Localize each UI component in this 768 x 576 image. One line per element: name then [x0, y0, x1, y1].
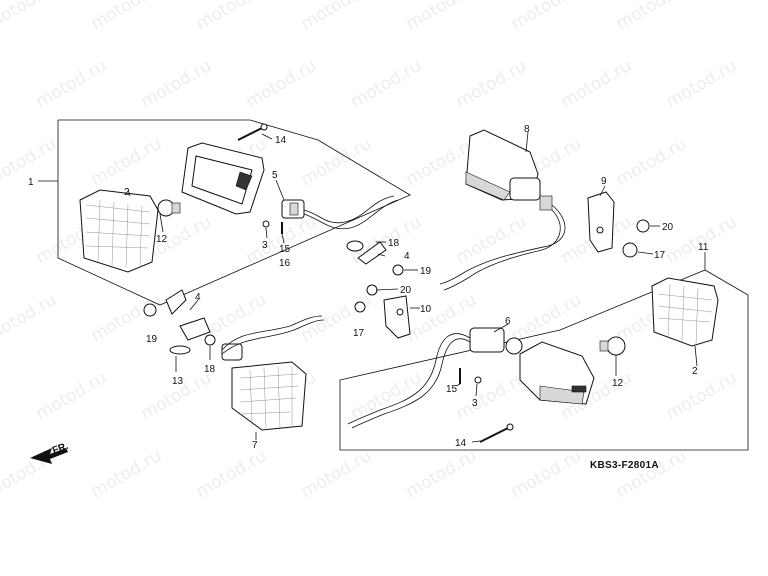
watermark-text: motod.ru — [453, 56, 531, 112]
callout-14-lower-right: 14 — [455, 438, 467, 449]
callout-9: 9 — [601, 176, 607, 187]
lamp-upper-right — [439, 129, 566, 291]
lens-upper-left — [79, 189, 159, 273]
watermark-text: motod.ru — [663, 368, 741, 424]
callout-4-lower-left: 4 — [195, 292, 201, 303]
lens-lower-right — [651, 277, 719, 347]
watermark-text: motod.ru — [613, 446, 691, 502]
watermark-text: motod.ru — [193, 0, 271, 34]
nuts-upper-right — [622, 219, 650, 258]
watermark-text: motod.ru — [88, 0, 166, 34]
watermark-text: motod.ru — [403, 446, 481, 502]
socket-upper-left — [281, 195, 399, 230]
front-direction-indicator: FR. — [30, 441, 70, 464]
leader-lines — [127, 131, 698, 443]
watermark-text: motod.ru — [403, 0, 481, 34]
watermark-text: motod.ru — [243, 56, 321, 112]
watermark-text: motod.ru — [298, 446, 376, 502]
diagram-code: KBS3-F2801A — [590, 460, 659, 471]
bracket-center — [383, 295, 411, 339]
watermark-text: motod.ru — [663, 56, 741, 112]
watermark-text: motod.ru — [348, 56, 426, 112]
callout-3-upper-left: 3 — [262, 240, 268, 251]
callout-8: 8 — [524, 124, 530, 135]
watermark-text: motod.ru — [138, 56, 216, 112]
watermark-text: motod.ru — [508, 290, 586, 346]
callout-18-center: 18 — [388, 238, 400, 249]
small-parts-upper-left — [262, 220, 283, 234]
callout-14-upper-left: 14 — [275, 135, 287, 146]
lamp-lower-right — [347, 327, 595, 429]
callout-3-lower-right: 3 — [472, 398, 478, 409]
watermark-text: motod.ru — [558, 56, 636, 112]
callout-1: 1 — [28, 177, 34, 188]
callout-17-upper-right: 17 — [654, 250, 666, 261]
bracket-upper-right — [587, 191, 615, 253]
watermark-text: motod.ru — [613, 134, 691, 190]
callout-15-upper-left: 15 — [279, 244, 291, 255]
callout-20-upper-right: 20 — [662, 222, 674, 233]
lamp-housing-upper-left — [181, 142, 265, 215]
watermark-text: motod.ru — [403, 290, 481, 346]
bulb-upper-left — [157, 199, 181, 217]
watermark-text: motod.ru — [348, 368, 426, 424]
watermark-text: motod.ru — [613, 0, 691, 34]
callout-16: 16 — [279, 258, 291, 269]
watermark-text: motod.ru — [0, 0, 60, 34]
callout-2-lower-right: 2 — [692, 366, 698, 377]
watermark-text: motod.ru — [0, 290, 60, 346]
callout-20-center: 20 — [400, 285, 412, 296]
watermark-text: motod.ru — [348, 212, 426, 268]
callout-11: 11 — [698, 242, 709, 253]
front-label: FR. — [51, 441, 70, 457]
lamp-lower-left — [221, 315, 325, 431]
callout-5: 5 — [272, 170, 278, 181]
callout-18-lower-left: 18 — [204, 364, 216, 375]
grommet-center — [346, 240, 404, 313]
watermark-text: motod.ru — [508, 0, 586, 34]
small-parts-lower-right — [459, 368, 514, 443]
callout-12-lower-right: 12 — [612, 378, 624, 389]
watermark-text: motod.ru — [88, 446, 166, 502]
watermark-text: motod.ru — [298, 134, 376, 190]
mount-hardware-lower-left — [143, 289, 216, 355]
callout-17-center: 17 — [353, 328, 365, 339]
group-outline-upper-left — [38, 119, 411, 306]
screw-upper-left — [237, 123, 268, 141]
callout-2-upper-left: 2 — [124, 187, 130, 198]
watermark-text: motod.ru — [453, 368, 531, 424]
callout-6: 6 — [505, 316, 511, 327]
watermark-text: motod.ru — [193, 446, 271, 502]
bulb-lower-right — [599, 336, 626, 356]
watermark-text: motod.ru — [663, 212, 741, 268]
watermark-text: motod.ru — [453, 212, 531, 268]
callout-13: 13 — [172, 376, 184, 387]
watermark-text: motod.ru — [298, 0, 376, 34]
callout-10: 10 — [420, 304, 432, 315]
callout-19-lower-left: 19 — [146, 334, 158, 345]
watermark-text: motod.ru — [88, 134, 166, 190]
watermark-text: motod.ru — [33, 368, 111, 424]
watermark-text: motod.ru — [33, 56, 111, 112]
watermark-text: motod.ru — [508, 446, 586, 502]
callout-4-center: 4 — [404, 251, 410, 262]
callout-12-upper-left: 12 — [156, 234, 168, 245]
callout-labels: 1 2 12 14 5 3 15 16 8 9 20 17 11 18 4 19… — [28, 124, 709, 451]
callout-15-lower-right: 15 — [446, 384, 458, 395]
callout-19-center: 19 — [420, 266, 432, 277]
callout-7: 7 — [252, 440, 258, 451]
group-outline-lower-right — [339, 252, 749, 451]
